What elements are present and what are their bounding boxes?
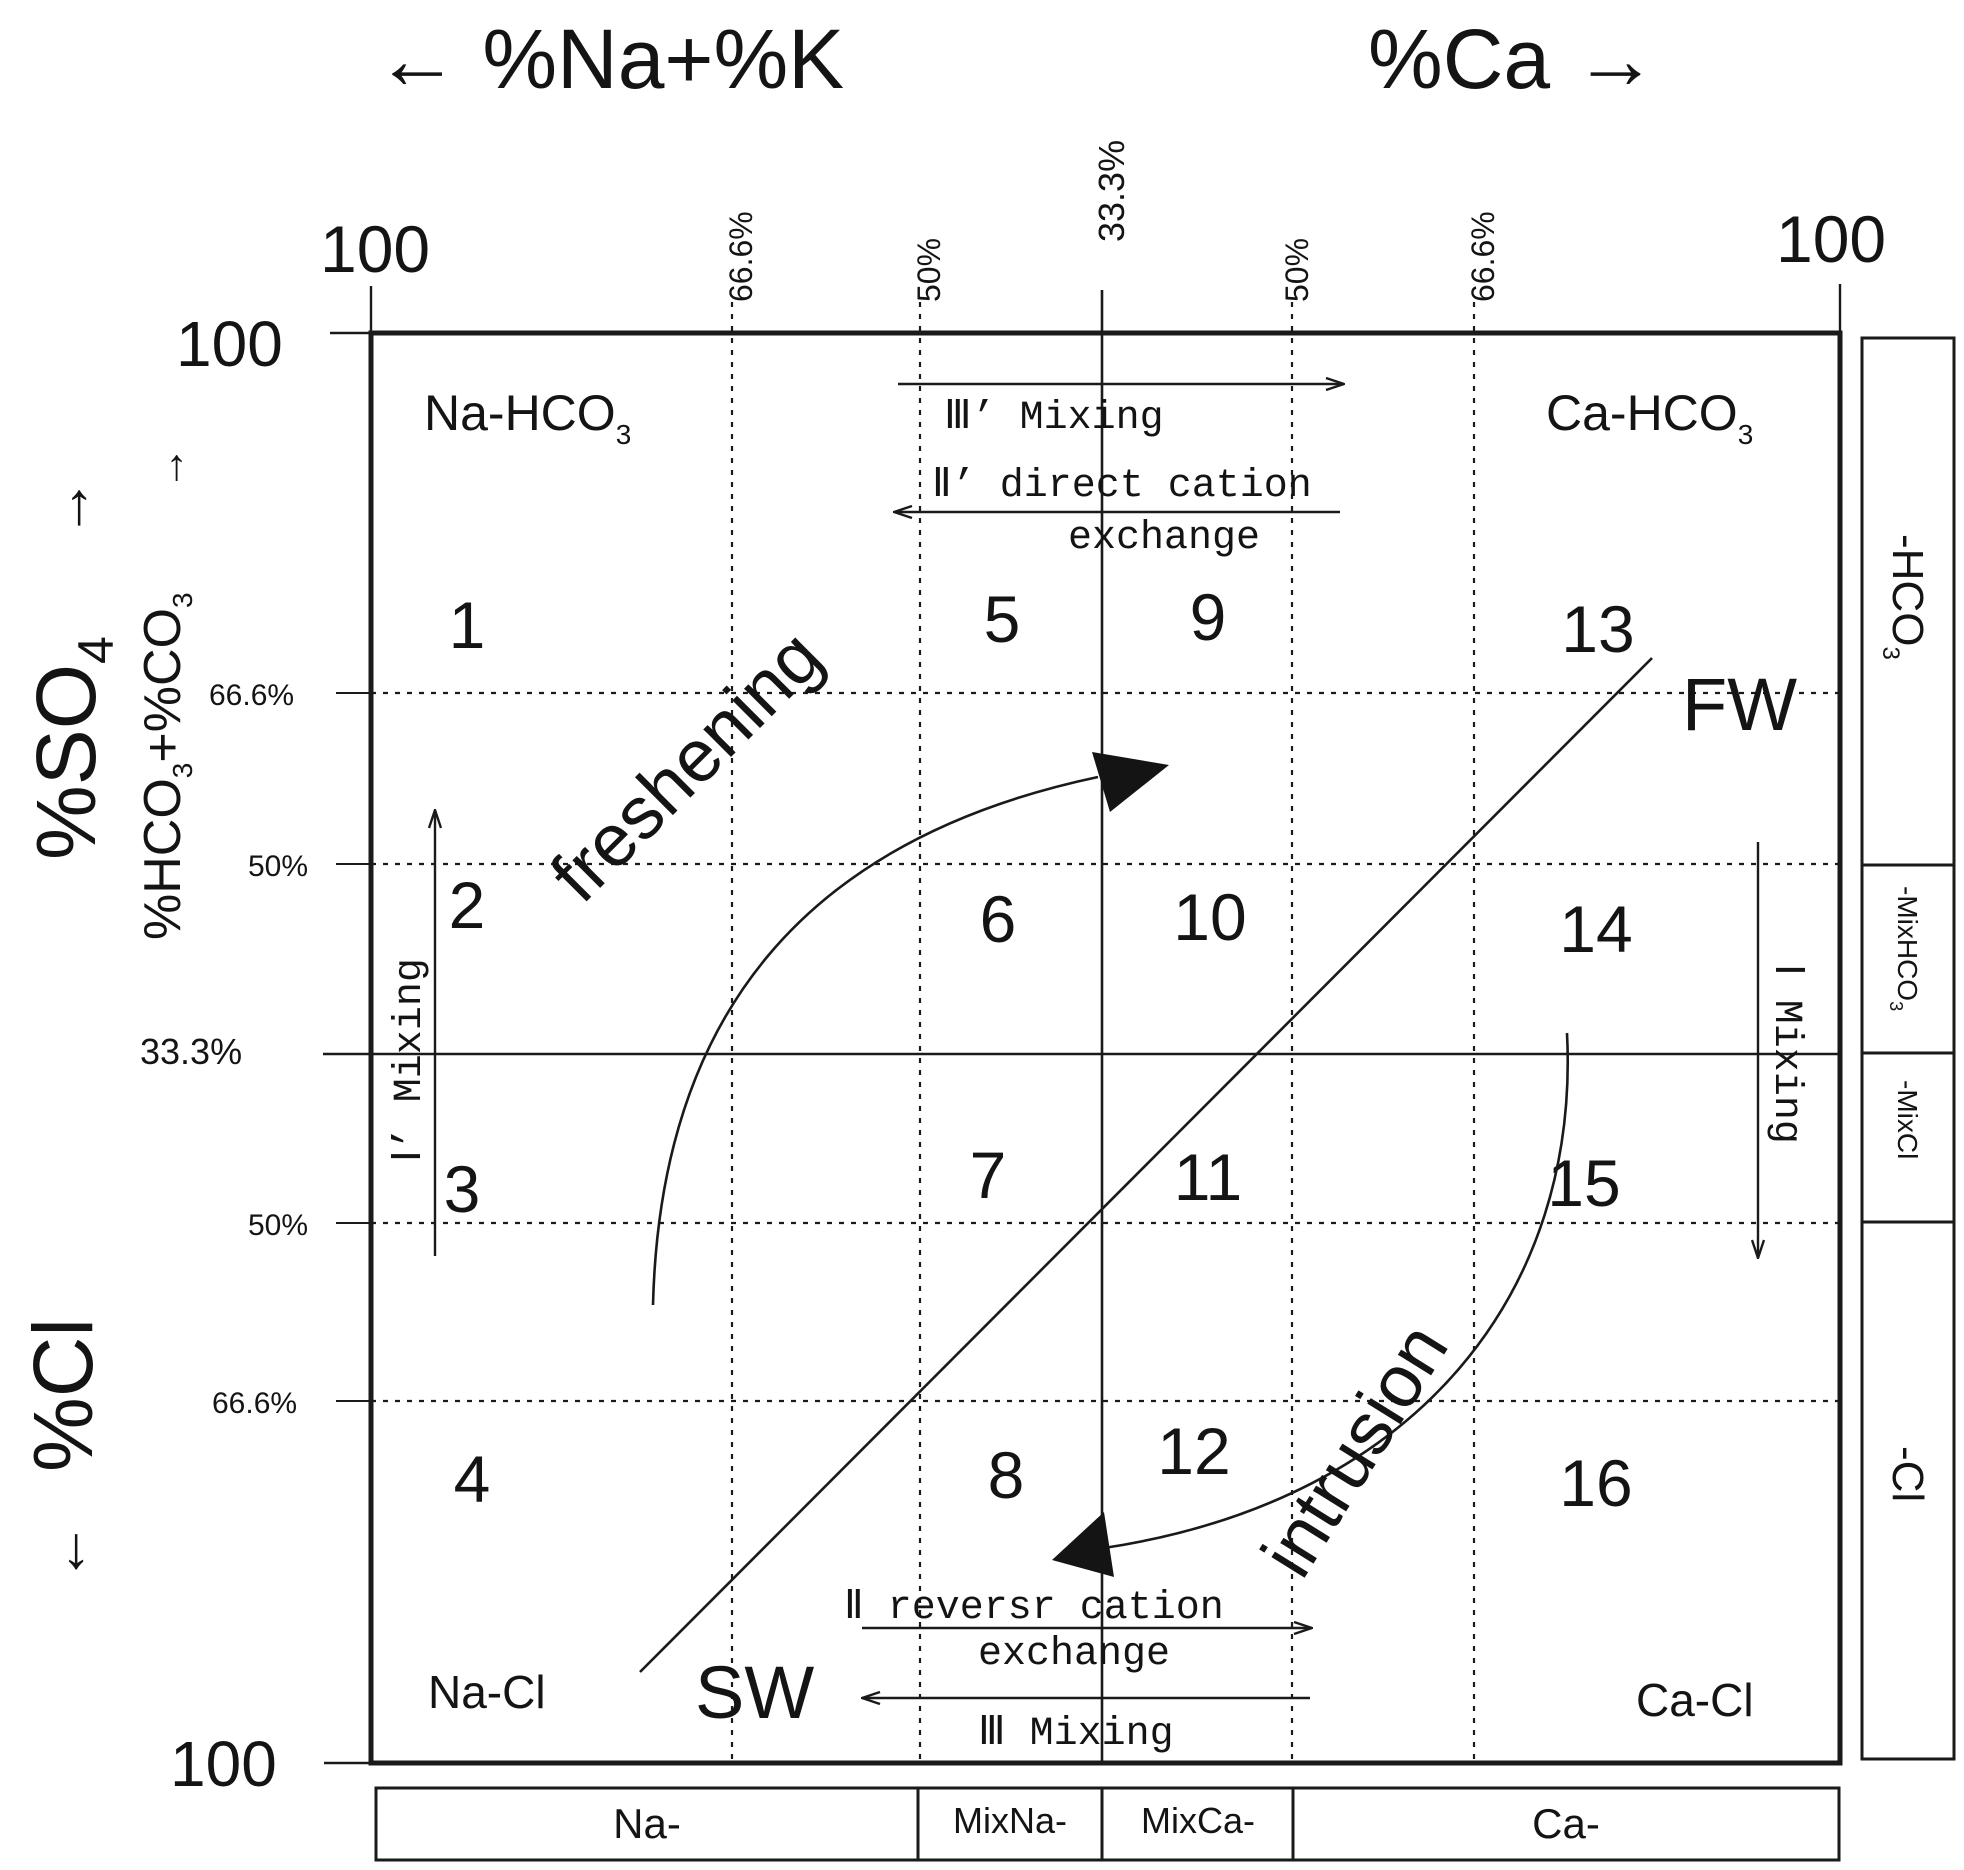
cell-number-13: 13 xyxy=(1561,592,1634,666)
cell-number-2: 2 xyxy=(449,868,486,942)
cell-number-8: 8 xyxy=(988,1438,1025,1512)
top-tick-50-left: 50% xyxy=(911,238,947,302)
top-axis-title-ca: %Ca → xyxy=(1368,12,1657,106)
process-label-direct-exchange-1: Ⅱ’ direct cation xyxy=(932,464,1312,509)
cell-number-6: 6 xyxy=(980,882,1017,956)
cell-number-14: 14 xyxy=(1559,892,1632,966)
top-tick-66-right: 66.6% xyxy=(1465,211,1501,302)
process-label-mixing-3: Ⅲ Mixing xyxy=(978,1712,1174,1757)
cell-number-5: 5 xyxy=(984,582,1021,656)
intrusion-curve xyxy=(1103,1032,1570,1550)
left-tick-50-bottom: 50% xyxy=(248,1209,308,1242)
cell-number-12: 12 xyxy=(1157,1414,1230,1488)
top-axis-max-right: 100 xyxy=(1776,202,1886,276)
process-label-mixing-1p: Ⅰ’ Mixing xyxy=(388,958,433,1162)
process-label-mixing-3p: Ⅲ’ Mixing xyxy=(944,396,1164,441)
bottom-bar-mixna: MixNa- xyxy=(953,1800,1067,1841)
cell-number-4: 4 xyxy=(454,1442,491,1516)
corner-label-ca-hco3: Ca-HCO3 xyxy=(1546,385,1753,450)
bottom-bar-mixca: MixCa- xyxy=(1141,1800,1255,1841)
end-member-fw: FW xyxy=(1682,663,1797,746)
cl-direction-arrow: ← xyxy=(32,1522,99,1582)
freshening-curve xyxy=(651,775,1099,1306)
freshening-arrowhead xyxy=(1092,752,1169,812)
cell-number-16: 16 xyxy=(1559,1446,1632,1520)
diagram-frame xyxy=(368,330,1843,1766)
conservative-mixing-line xyxy=(639,657,1653,1673)
left-axis-title-so4: %SO4 → xyxy=(19,478,124,860)
left-axis-max-top: 100 xyxy=(176,308,283,380)
corner-label-na-cl: Na-Cl xyxy=(428,1666,546,1718)
bottom-cation-bar: Na- MixNa- MixCa- Ca- xyxy=(374,1786,1841,1862)
intrusion-arrowhead xyxy=(1052,1512,1114,1577)
left-axis-max-bottom: 100 xyxy=(170,1728,277,1800)
end-member-sw: SW xyxy=(695,1651,814,1734)
right-bar-mixhco3: -MixHCO3 xyxy=(1886,886,1923,1011)
corner-label-ca-cl: Ca-Cl xyxy=(1636,1674,1754,1726)
left-tick-50-top: 50% xyxy=(248,850,308,883)
process-label-mixing-1: Ⅰ Mixing xyxy=(1763,964,1808,1144)
process-label-reverse-exchange-1: Ⅱ reversr cation xyxy=(844,1586,1224,1631)
top-tick-33: 33.3% xyxy=(1091,140,1132,242)
bottom-bar-na: Na- xyxy=(613,1800,681,1847)
top-tick-66-left: 66.6% xyxy=(723,211,759,302)
left-tick-33: 33.3% xyxy=(140,1031,242,1072)
process-label-intrusion: intrusion xyxy=(1245,1309,1464,1590)
bottom-bar-ca: Ca- xyxy=(1532,1800,1600,1847)
top-axis-max-left: 100 xyxy=(320,212,430,286)
svg-text:%SO4: %SO4 xyxy=(19,636,124,860)
cell-number-7: 7 xyxy=(970,1138,1007,1212)
hco3-direction-arrow: → xyxy=(145,446,194,490)
cell-number-3: 3 xyxy=(444,1152,481,1226)
top-tick-50-right: 50% xyxy=(1279,238,1315,302)
process-label-direct-exchange-2: exchange xyxy=(1068,516,1260,561)
cell-number-11: 11 xyxy=(1174,1140,1243,1214)
corner-label-na-hco3: Na-HCO3 xyxy=(424,385,631,450)
right-bar-mixcl: -MixCl xyxy=(1892,1080,1923,1159)
process-label-freshening: freshening xyxy=(535,614,838,917)
cell-number-1: 1 xyxy=(449,588,486,662)
cell-number-10: 10 xyxy=(1173,880,1246,954)
svg-text:%Cl: %Cl xyxy=(16,1318,110,1472)
cell-number-9: 9 xyxy=(1190,580,1227,654)
right-anion-bar: -HCO3 -MixHCO3 -MixCl -Cl xyxy=(1860,336,1956,1761)
left-tick-66-top: 66.6% xyxy=(209,679,294,712)
right-bar-hco3: -HCO3 xyxy=(1877,534,1932,660)
left-tick-66-bottom: 66.6% xyxy=(212,1387,297,1420)
svg-text:%HCO3+%CO3: %HCO3+%CO3 xyxy=(134,592,198,940)
so4-direction-arrow: → xyxy=(35,478,102,538)
top-axis-title-na-k: ← %Na+%K xyxy=(375,12,844,106)
left-axis-title-hco3-co3: %HCO3+%CO3 → xyxy=(134,446,198,940)
right-bar-cl: -Cl xyxy=(1883,1446,1932,1502)
left-axis-title-cl: ← %Cl xyxy=(16,1318,110,1582)
process-label-reverse-exchange-2: exchange xyxy=(978,1632,1170,1677)
